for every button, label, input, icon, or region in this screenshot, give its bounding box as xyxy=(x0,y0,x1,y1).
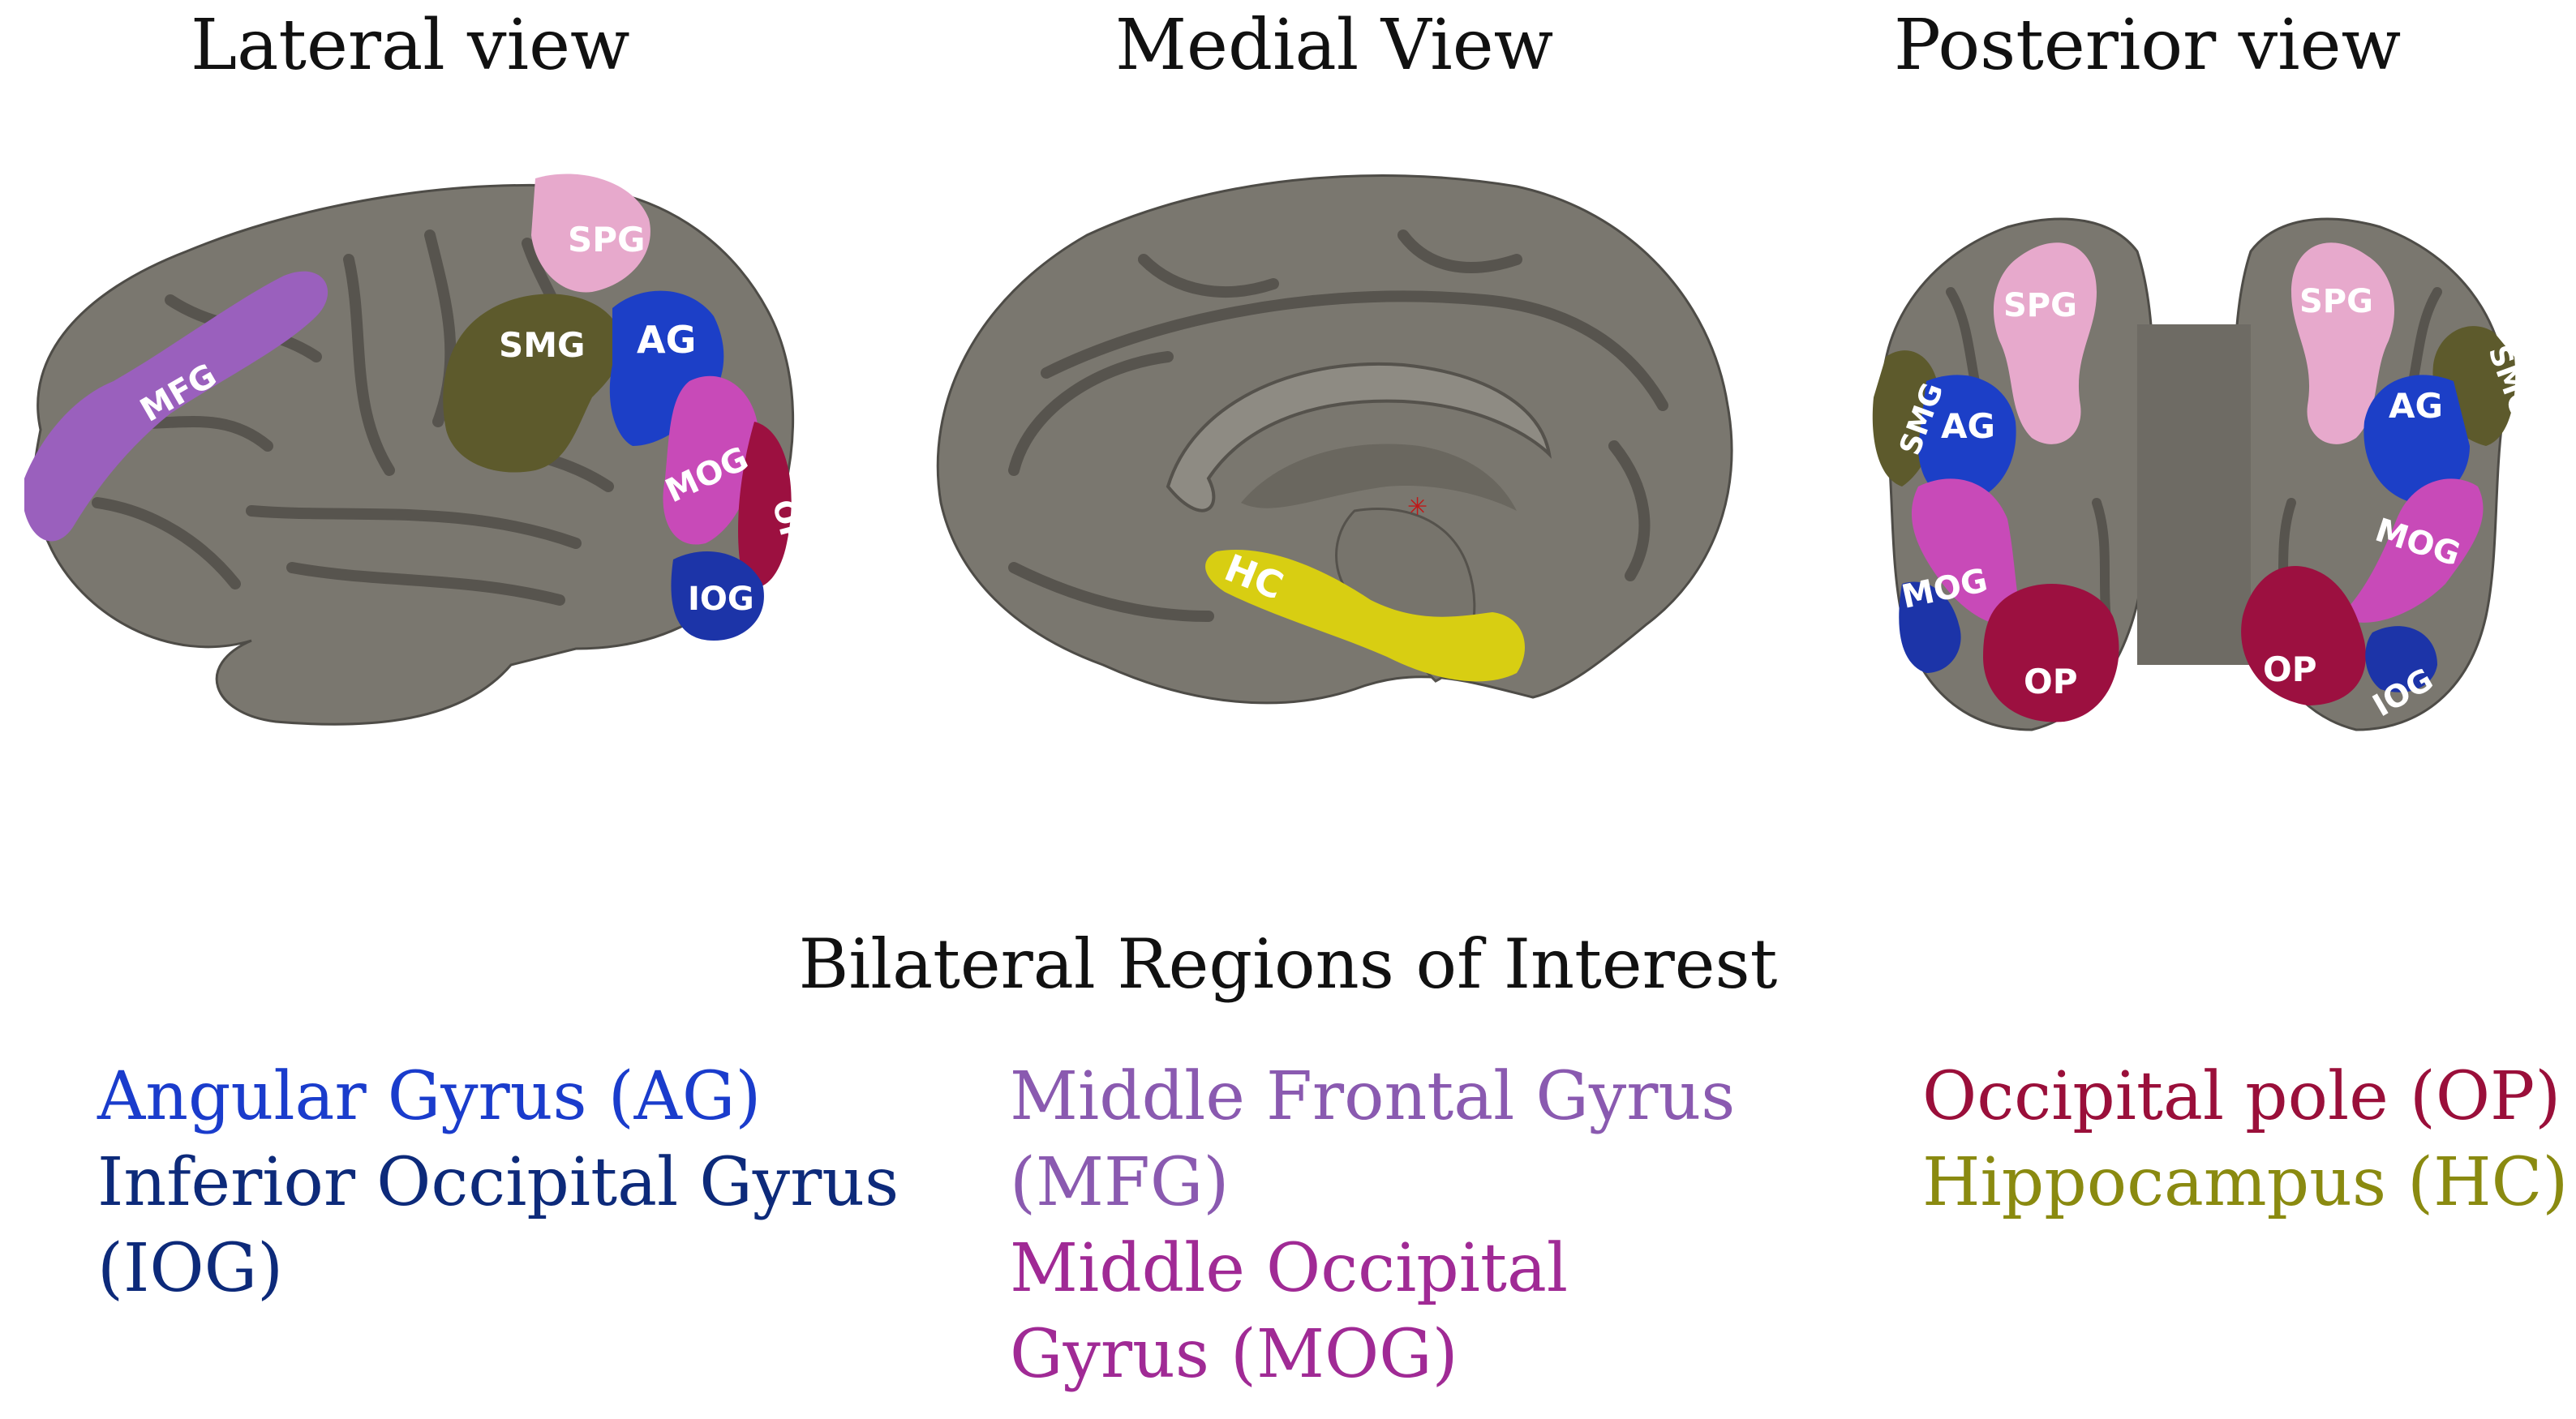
op-region-posterior-right xyxy=(2241,566,2366,705)
posterior-view-title: Posterior view xyxy=(1894,5,2402,86)
spg-label-posterior-left: SPG xyxy=(2003,287,2077,324)
legend-item-hc: Hippocampus (HC) xyxy=(1922,1144,2569,1221)
ag-region-posterior-right xyxy=(2363,375,2470,503)
spg-region-lateral xyxy=(531,174,650,293)
op-label-posterior-left: OP xyxy=(2024,662,2078,701)
op-region-lateral xyxy=(738,422,792,588)
smg-region-lateral xyxy=(443,294,622,473)
section-title: Bilateral Regions of Interest xyxy=(798,924,1778,1004)
legend-column-2: Middle Frontal Gyrus (MFG) Middle Occipi… xyxy=(1010,1054,1788,1398)
op-label-posterior-right: OP xyxy=(2263,649,2317,689)
smg-label-lateral: SMG xyxy=(499,325,586,365)
mog-region-lateral xyxy=(663,375,758,545)
spg-label-posterior-right: SPG xyxy=(2299,283,2373,320)
posterior-brain: SPG SPG SMG SMG AG AG MOG MOG OP OP IOG xyxy=(1872,217,2538,731)
legend-column-3: Occipital pole (OP) Hippocampus (HC) xyxy=(1922,1054,2571,1226)
ag-label-posterior-right: AG xyxy=(2389,386,2443,426)
iog-region-posterior-left xyxy=(1899,581,1961,673)
spg-region-posterior-right xyxy=(2291,242,2395,444)
hc-region-medial xyxy=(1205,550,1525,682)
mfg-region-lateral xyxy=(24,271,328,542)
medial-view-title: Medial View xyxy=(1115,5,1554,86)
lateral-brain: SPG SMG AG MFG MOG OP IOG xyxy=(24,174,809,726)
medial-brain: HC ✳ xyxy=(936,174,1733,705)
ag-label-lateral: AG xyxy=(637,318,696,362)
iog-label-lateral: IOG xyxy=(688,581,754,618)
legend-column-1: Angular Gyrus (AG) Inferior Occipital Gy… xyxy=(97,1054,925,1312)
legend-item-op: Occipital pole (OP) xyxy=(1922,1058,2561,1135)
legend-item-mfg: Middle Frontal Gyrus (MFG) xyxy=(1010,1058,1736,1221)
spg-label-lateral: SPG xyxy=(568,220,646,259)
legend-item-ag: Angular Gyrus (AG) xyxy=(97,1058,762,1135)
op-region-posterior-left xyxy=(1983,584,2119,722)
mog-region-posterior-right xyxy=(2340,478,2484,623)
corpus-callosum xyxy=(1166,362,1552,512)
cursor-mark: ✳ xyxy=(1407,493,1428,521)
ag-label-posterior-left: AG xyxy=(1941,406,1995,446)
legend-item-iog: Inferior Occipital Gyrus (IOG) xyxy=(97,1144,899,1307)
legend-item-mog: Middle Occipital Gyrus (MOG) xyxy=(1010,1230,1569,1393)
lateral-view-title: Lateral view xyxy=(191,5,630,86)
iog-region-posterior-right xyxy=(2365,626,2437,692)
mog-region-posterior-left xyxy=(1911,478,2024,627)
spg-region-posterior-left xyxy=(1993,242,2097,444)
ag-region-posterior-left xyxy=(1918,375,2016,503)
iog-region-lateral xyxy=(671,551,764,641)
